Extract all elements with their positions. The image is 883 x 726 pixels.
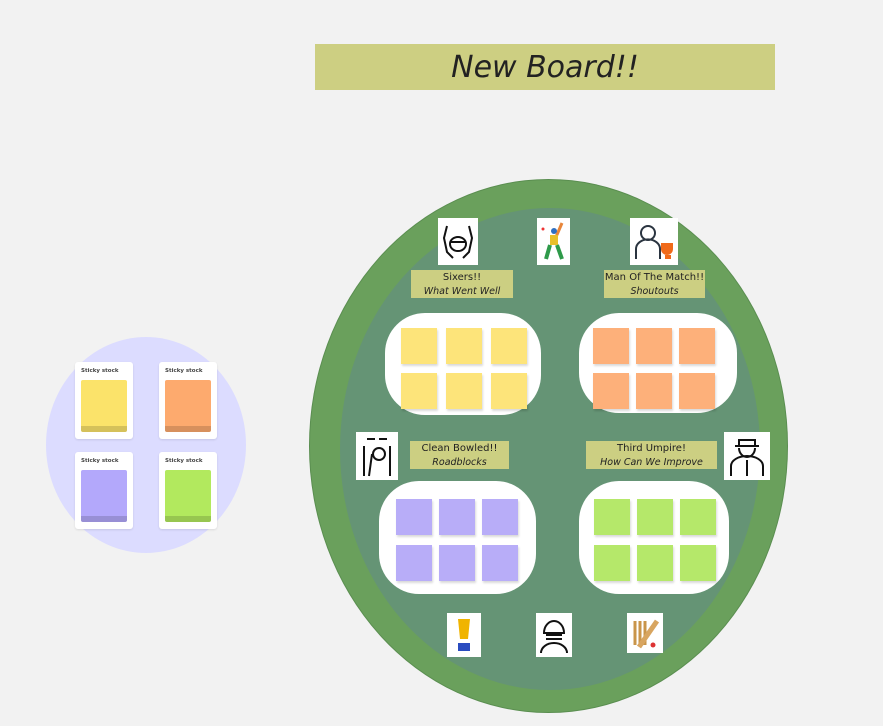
section-label-sixers[interactable]: Sixers!! What Went Well bbox=[411, 270, 513, 298]
sticky-stock-label: Sticky stock bbox=[81, 458, 119, 464]
sticky-note[interactable] bbox=[593, 328, 629, 364]
world-cup-trophy-icon bbox=[447, 613, 481, 657]
helmet-player-icon bbox=[536, 613, 572, 657]
sticky-note[interactable] bbox=[491, 328, 527, 364]
section-subtitle: What Went Well bbox=[423, 286, 501, 297]
sticky-note[interactable] bbox=[401, 328, 437, 364]
sticky-note[interactable] bbox=[680, 499, 716, 535]
section-label-clean-bowled[interactable]: Clean Bowled!! Roadblocks bbox=[410, 441, 509, 469]
sticky-note[interactable] bbox=[439, 499, 475, 535]
bat-and-stumps-icon bbox=[627, 613, 663, 653]
umpire-icon bbox=[724, 432, 770, 480]
sticky-stock-purple[interactable]: Sticky stock bbox=[75, 452, 133, 529]
sticky-note[interactable] bbox=[594, 499, 630, 535]
sticky-stock-yellow[interactable]: Sticky stock bbox=[75, 362, 133, 439]
section-title: Clean Bowled!! bbox=[421, 443, 498, 454]
section-subtitle: Roadblocks bbox=[432, 457, 487, 468]
board-title[interactable]: New Board!! bbox=[315, 44, 775, 90]
sticky-note[interactable] bbox=[636, 328, 672, 364]
sticky-stock-label: Sticky stock bbox=[165, 368, 203, 374]
sticky-stock-label: Sticky stock bbox=[81, 368, 119, 374]
sticky-note[interactable] bbox=[439, 545, 475, 581]
section-title: Sixers!! bbox=[442, 272, 482, 283]
sticky-stock-orange[interactable]: Sticky stock bbox=[159, 362, 217, 439]
section-title: Third Umpire! bbox=[617, 443, 686, 454]
sticky-note[interactable] bbox=[396, 545, 432, 581]
sticky-note[interactable] bbox=[396, 499, 432, 535]
sticky-note[interactable] bbox=[491, 373, 527, 409]
sticky-note[interactable] bbox=[636, 373, 672, 409]
sticky-note[interactable] bbox=[446, 373, 482, 409]
clean-bowled-stumps-icon bbox=[356, 432, 398, 480]
sticky-note[interactable] bbox=[594, 545, 630, 581]
sticky-note[interactable] bbox=[401, 373, 437, 409]
sticky-note[interactable] bbox=[482, 545, 518, 581]
wicketkeeper-gloves-icon bbox=[438, 218, 478, 265]
sticky-note[interactable] bbox=[446, 328, 482, 364]
sticky-stock-green[interactable]: Sticky stock bbox=[159, 452, 217, 529]
section-label-man-of-the-match[interactable]: Man Of The Match!! Shoutouts bbox=[604, 270, 705, 298]
section-subtitle: Shoutouts bbox=[630, 286, 679, 297]
batsman-icon bbox=[537, 218, 570, 265]
sticky-stock-label: Sticky stock bbox=[165, 458, 203, 464]
section-title: Man Of The Match!! bbox=[604, 272, 705, 283]
sticky-note[interactable] bbox=[593, 373, 629, 409]
man-of-the-match-trophy-icon bbox=[630, 218, 678, 265]
sticky-note[interactable] bbox=[637, 545, 673, 581]
section-subtitle: How Can We Improve bbox=[600, 457, 703, 468]
sticky-note[interactable] bbox=[680, 545, 716, 581]
section-label-third-umpire[interactable]: Third Umpire! How Can We Improve bbox=[586, 441, 717, 469]
sticky-note[interactable] bbox=[637, 499, 673, 535]
sticky-note[interactable] bbox=[679, 328, 715, 364]
sticky-note[interactable] bbox=[482, 499, 518, 535]
sticky-note[interactable] bbox=[679, 373, 715, 409]
